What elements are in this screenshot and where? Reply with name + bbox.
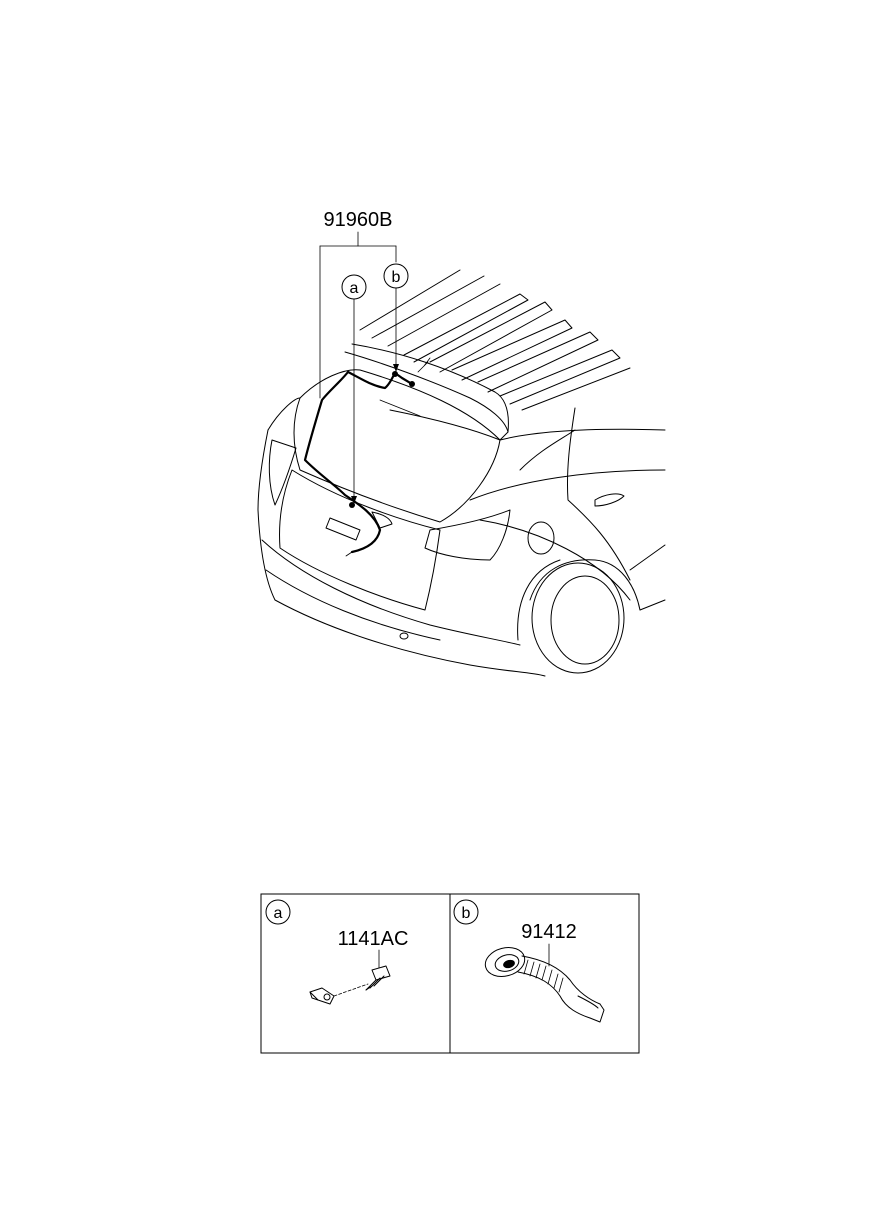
ground-terminal-icon	[309, 983, 369, 1005]
body-side	[499, 428, 666, 441]
roof-ribs	[359, 269, 631, 411]
panel-b-part-number: 91412	[521, 921, 577, 943]
callout-b-letter: b	[392, 269, 401, 286]
tailgate	[279, 469, 441, 611]
rear-window	[293, 369, 501, 523]
rear-bumper	[257, 509, 546, 677]
rear-door-wiring-harness	[303, 357, 431, 557]
left-tail-lamp	[268, 439, 297, 506]
spoiler	[344, 351, 509, 441]
detail-panel-b: b 91412	[453, 899, 605, 1023]
detail-panels: a 1141AC b 91412	[260, 893, 640, 1054]
panel-a-part-number: 1141AC	[338, 928, 409, 950]
panel-a-letter: a	[274, 905, 283, 922]
ground-bolt-point	[349, 502, 355, 508]
panel-b-letter: b	[462, 905, 471, 922]
grommet-point	[392, 371, 398, 377]
detail-panel-a: a 1141AC	[265, 899, 409, 1005]
part-number-leader	[319, 231, 397, 399]
main-part-number: 91960B	[324, 209, 393, 231]
callout-a: a	[341, 274, 367, 505]
rear-wheel	[517, 544, 666, 674]
vehicle-rear-illustration	[257, 269, 666, 677]
callout-b: b	[383, 263, 409, 373]
bolt-icon	[365, 965, 391, 991]
callout-a-letter: a	[350, 280, 359, 297]
right-tail-lamp	[424, 509, 511, 561]
grommet-icon	[484, 947, 605, 1023]
